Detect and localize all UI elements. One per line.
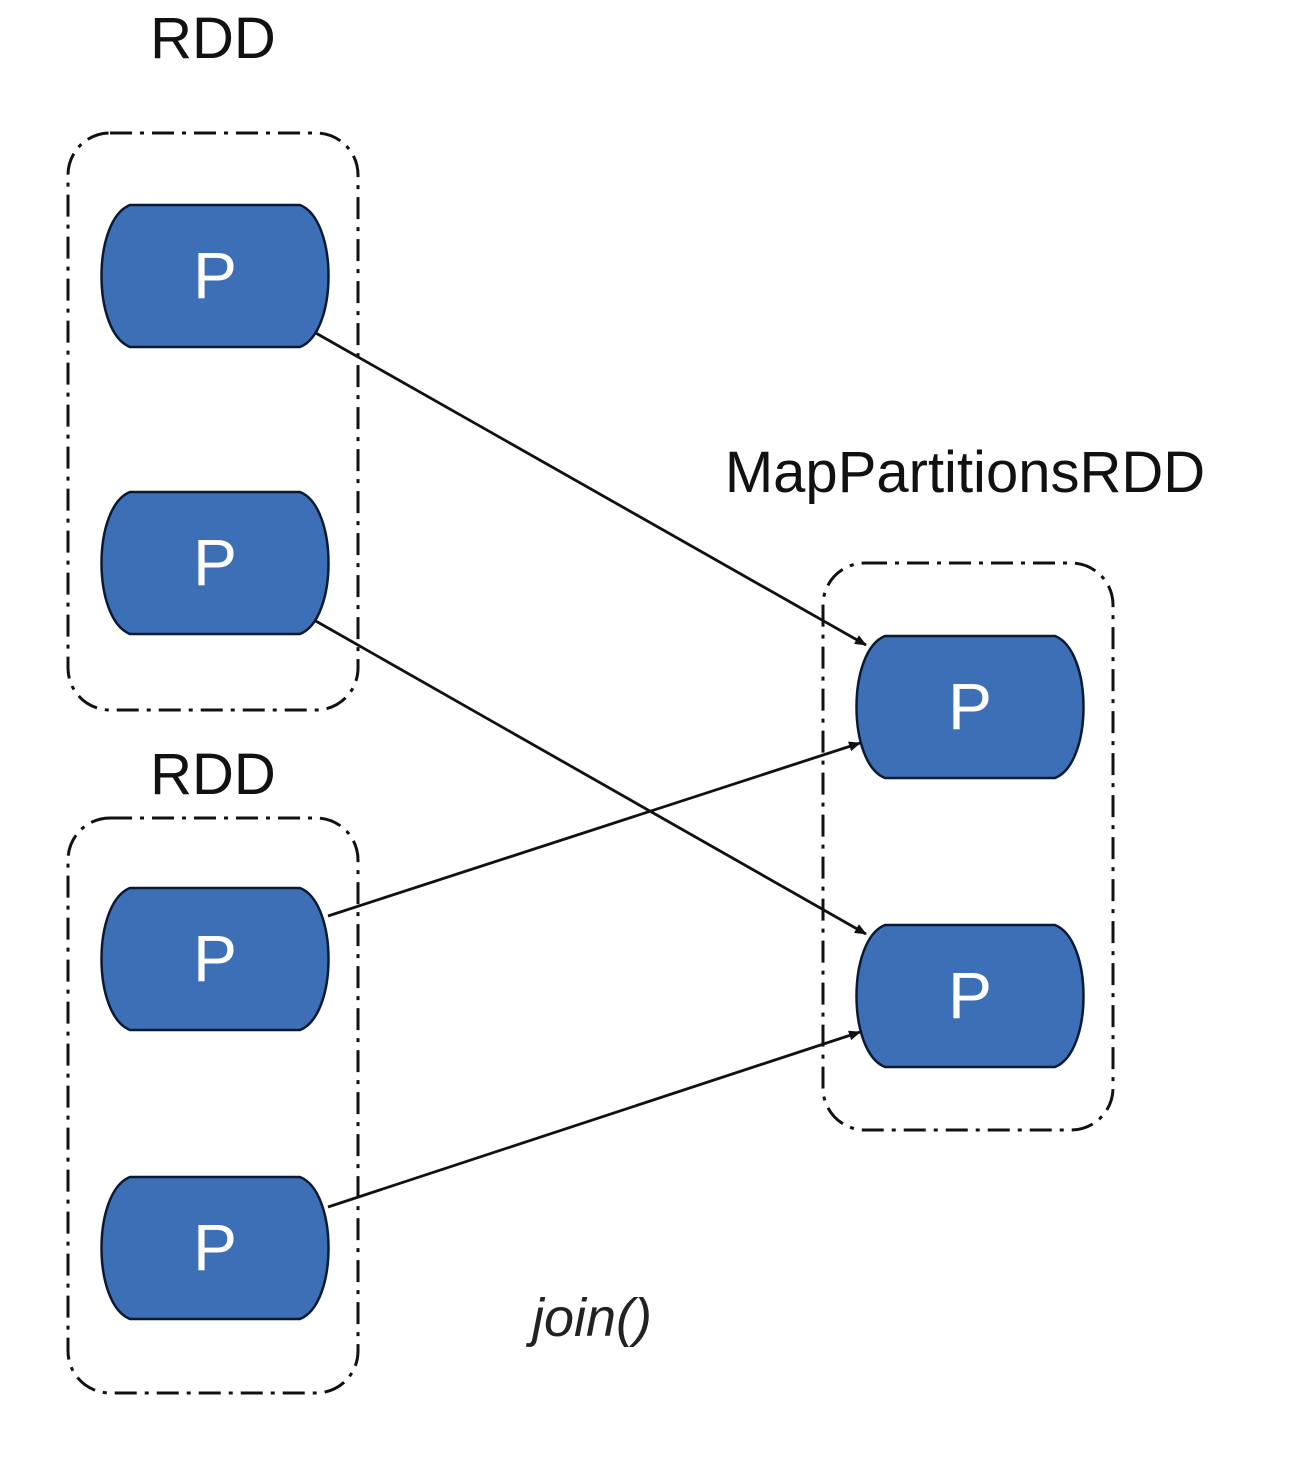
rdd-bottom-partition-2: P [100, 1175, 330, 1321]
partition-label: P [948, 669, 992, 743]
map-partitions-rdd-partition-1: P [855, 634, 1085, 780]
rdd-bottom-group [66, 816, 360, 1395]
rdd-top-group [66, 131, 360, 712]
edge-rdd-bottom-p2-to-map-p2 [327, 1030, 861, 1209]
operation-label: join() [525, 1288, 652, 1348]
partition-label: P [193, 238, 237, 312]
rdd-top-label: RDD [150, 6, 276, 71]
rdd-bottom-label: RDD [150, 742, 276, 807]
partition-label: P [948, 958, 992, 1032]
map-partitions-rdd-label: MapPartitionsRDD [725, 440, 1205, 505]
partition-label: P [193, 525, 237, 599]
edge-rdd-top-p2-to-map-p2 [313, 618, 867, 936]
rdd-top-partition-2: P [100, 490, 330, 636]
partition-label: P [193, 1210, 237, 1284]
map-partitions-rdd-partition-2: P [855, 923, 1085, 1069]
rdd-top-partition-1: P [100, 203, 330, 349]
partition-label: P [193, 921, 237, 995]
map-partitions-rdd-group [821, 561, 1115, 1132]
edge-rdd-top-p1-to-map-p1 [313, 330, 867, 647]
edge-rdd-bottom-p1-to-map-p1 [327, 741, 861, 918]
rdd-bottom-partition-1: P [100, 886, 330, 1032]
